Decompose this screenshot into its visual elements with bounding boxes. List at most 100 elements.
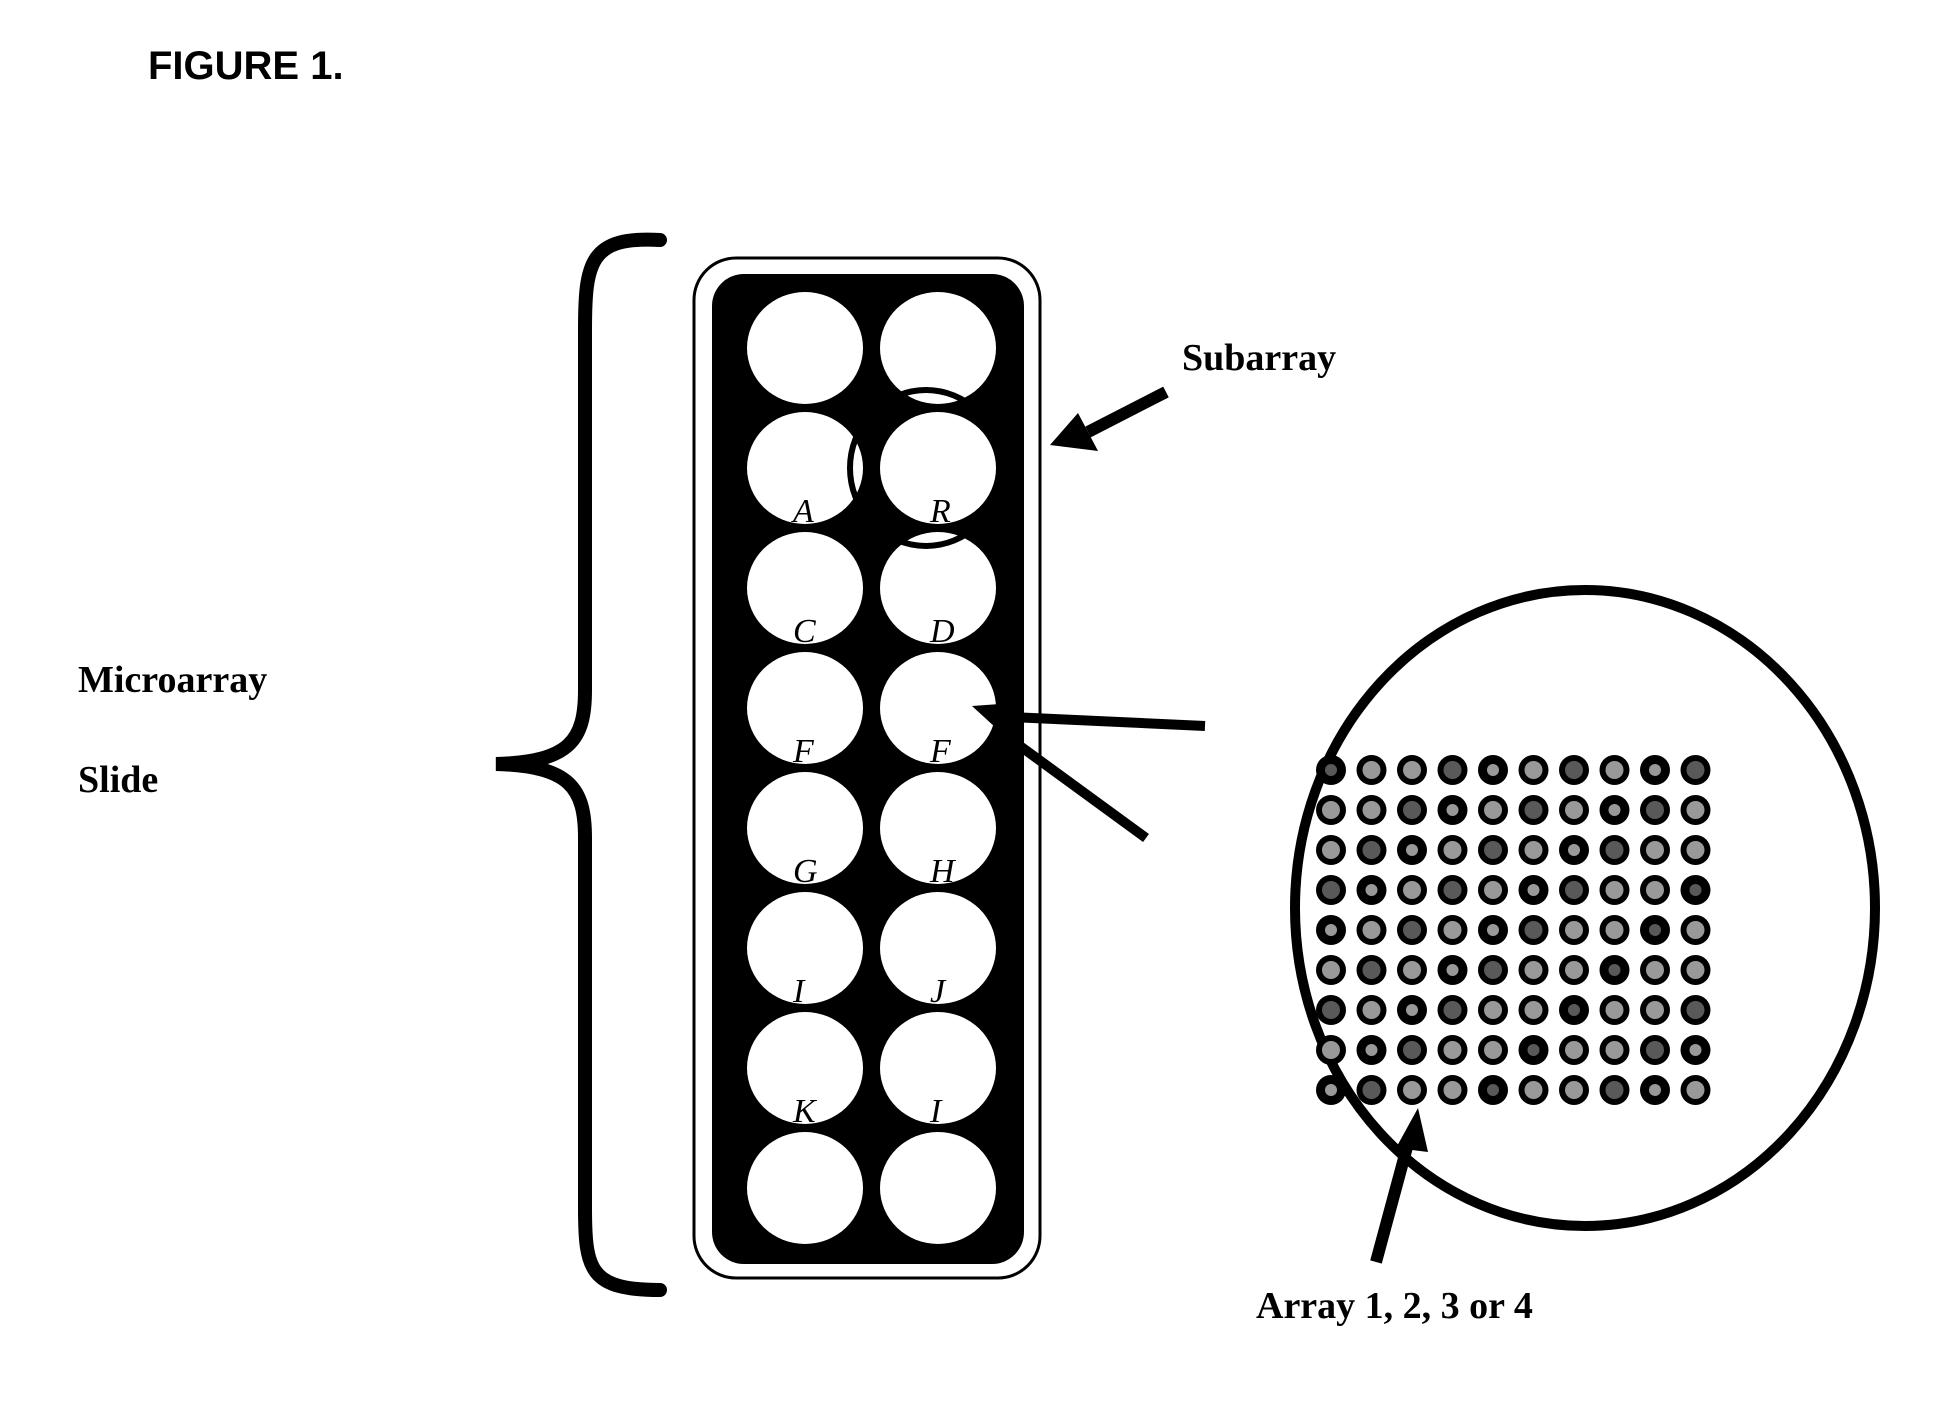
well-label: F [792,733,815,770]
array-spot-core [1606,761,1624,779]
array-spot-core [1646,1041,1664,1059]
array-spot-core [1403,961,1421,979]
well-label: I [929,1093,943,1130]
array-spot-core [1325,1084,1337,1096]
array-spot-core [1565,1041,1583,1059]
well-circle [747,292,863,404]
array-spot-core [1687,801,1705,819]
array-spot-core [1484,801,1502,819]
array-spot-core [1484,841,1502,859]
array-spot-core [1525,1081,1543,1099]
array-spot-core [1444,841,1462,859]
array-spot-core [1525,961,1543,979]
well [747,292,863,404]
array-spot-core [1690,884,1702,896]
well-label: G [793,853,818,890]
array-spot-core [1322,841,1340,859]
array-spot-core [1484,1041,1502,1059]
array-spot-core [1565,1081,1583,1099]
array-spot-core [1363,1001,1381,1019]
array-spot-core [1366,1044,1378,1056]
array-spot-core [1487,764,1499,776]
array-spot-core [1403,881,1421,899]
array-spot-core [1606,881,1624,899]
array-spot-core [1363,841,1381,859]
array-spot-core [1406,844,1418,856]
array-spot-core [1528,884,1540,896]
well-circle [747,1132,863,1244]
array-spot-core [1487,924,1499,936]
well-label: R [929,493,951,530]
magnified-circle [1295,590,1875,1226]
array-spot-core [1363,761,1381,779]
array-spot-core [1322,961,1340,979]
label-array: Array 1, 2, 3 or 4 [1256,1285,1533,1327]
array-spot-core [1687,841,1705,859]
array-spot-core [1609,804,1621,816]
well [747,1132,863,1244]
array-spot-core [1687,1081,1705,1099]
array-spot-core [1525,841,1543,859]
array-spot-core [1487,1084,1499,1096]
array-spot-core [1525,761,1543,779]
array-spot-core [1565,921,1583,939]
array-spot-core [1444,1041,1462,1059]
array-spot-core [1325,924,1337,936]
well [880,1132,996,1244]
well-label: I [792,973,806,1010]
array-spot-core [1447,804,1459,816]
slide-body [712,274,1024,1264]
array-spot-core [1444,1001,1462,1019]
array-spot-core [1406,1004,1418,1016]
array-spot-core [1525,921,1543,939]
array-spot-core [1565,801,1583,819]
array-spot-core [1525,801,1543,819]
array-spot-core [1606,1081,1624,1099]
array-spot-core [1606,841,1624,859]
array-spot-core [1687,961,1705,979]
array-spot-core [1565,881,1583,899]
well-label: H [929,853,957,890]
array-spot-core [1565,761,1583,779]
array-arrow-shaft [1376,1136,1410,1262]
array-spot-core [1322,801,1340,819]
well-circle [747,892,863,1004]
array-spot-core [1649,764,1661,776]
array-spot-core [1484,961,1502,979]
well-label: D [929,613,955,650]
well-label: J [930,973,947,1010]
array-spot-core [1444,761,1462,779]
array-spot-core [1687,1001,1705,1019]
array-spot-core [1322,1001,1340,1019]
array-spot-core [1646,841,1664,859]
array-spot-core [1363,961,1381,979]
well-circle [880,1132,996,1244]
array-spot-core [1646,1001,1664,1019]
array-spot-core [1528,1044,1540,1056]
array-spot-core [1444,921,1462,939]
array-spot-core [1444,1081,1462,1099]
array-spot-core [1444,881,1462,899]
array-spot-core [1325,764,1337,776]
array-spot-core [1606,1041,1624,1059]
label-subarray: Subarray [1182,337,1336,379]
array-spot-core [1646,881,1664,899]
well-circle [880,292,996,404]
array-spot-core [1484,881,1502,899]
array-spot-core [1403,1041,1421,1059]
array-spot-core [1403,801,1421,819]
array-spot-core [1403,761,1421,779]
array-spot-core [1363,801,1381,819]
array-spot-core [1646,801,1664,819]
array-spot-core [1609,964,1621,976]
slide-brace [496,240,660,1290]
array-spot-core [1649,924,1661,936]
label-microarray: Microarray [78,659,267,701]
array-spot-core [1690,1044,1702,1056]
well-label: F [929,733,952,770]
array-spot-core [1646,961,1664,979]
array-spot-core [1606,921,1624,939]
array-spot-core [1687,761,1705,779]
array-spot-core [1403,1081,1421,1099]
